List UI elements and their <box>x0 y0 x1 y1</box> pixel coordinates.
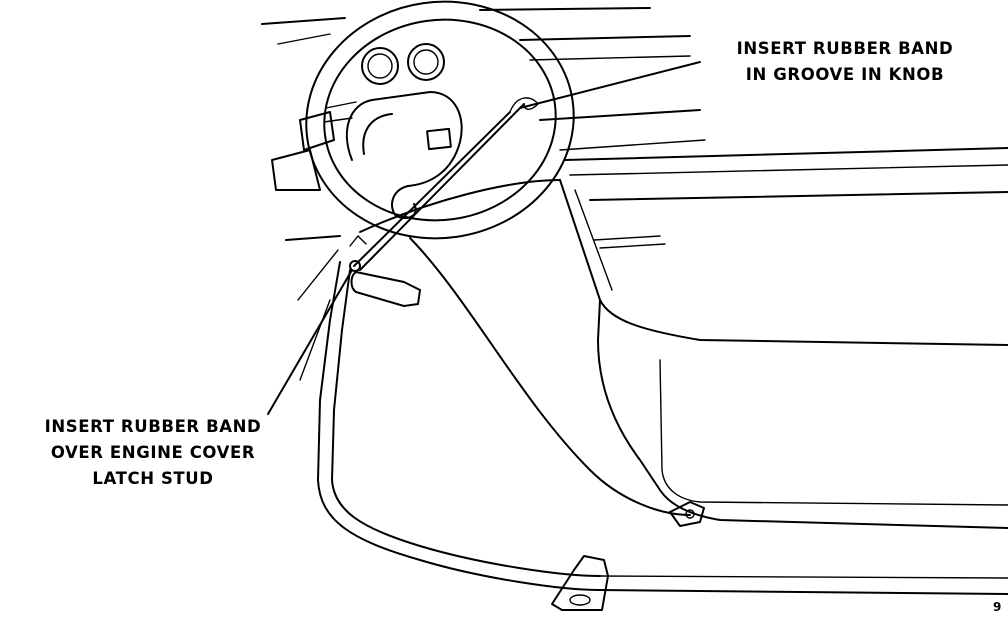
floor-latch-bracket <box>551 555 609 611</box>
dash-panel-right <box>559 179 1008 529</box>
callout-stud-line-2: OVER ENGINE COVER <box>50 443 256 462</box>
callout-rubber-band-knob: INSERT RUBBER BAND IN GROOVE IN KNOB <box>700 36 990 88</box>
callout-stud-line-1: INSERT RUBBER BAND <box>44 417 262 436</box>
latch-handle <box>349 235 421 307</box>
steering-wheel <box>271 0 575 240</box>
callout-rubber-band-stud: INSERT RUBBER BAND OVER ENGINE COVER LAT… <box>18 414 288 492</box>
dashboard-top-lines <box>261 7 1008 176</box>
callout-knob-line-1: INSERT RUBBER BAND <box>736 39 954 58</box>
leader-line-stud <box>267 269 353 415</box>
callout-stud-line-3: LATCH STUD <box>92 469 214 488</box>
rear-latch-bracket <box>669 501 705 527</box>
figure-number: 9 <box>993 600 1002 614</box>
engine-cover <box>285 179 1008 595</box>
callout-knob-line-2: IN GROOVE IN KNOB <box>745 65 945 84</box>
leader-line-knob <box>519 61 701 109</box>
leader-lines <box>267 61 701 415</box>
